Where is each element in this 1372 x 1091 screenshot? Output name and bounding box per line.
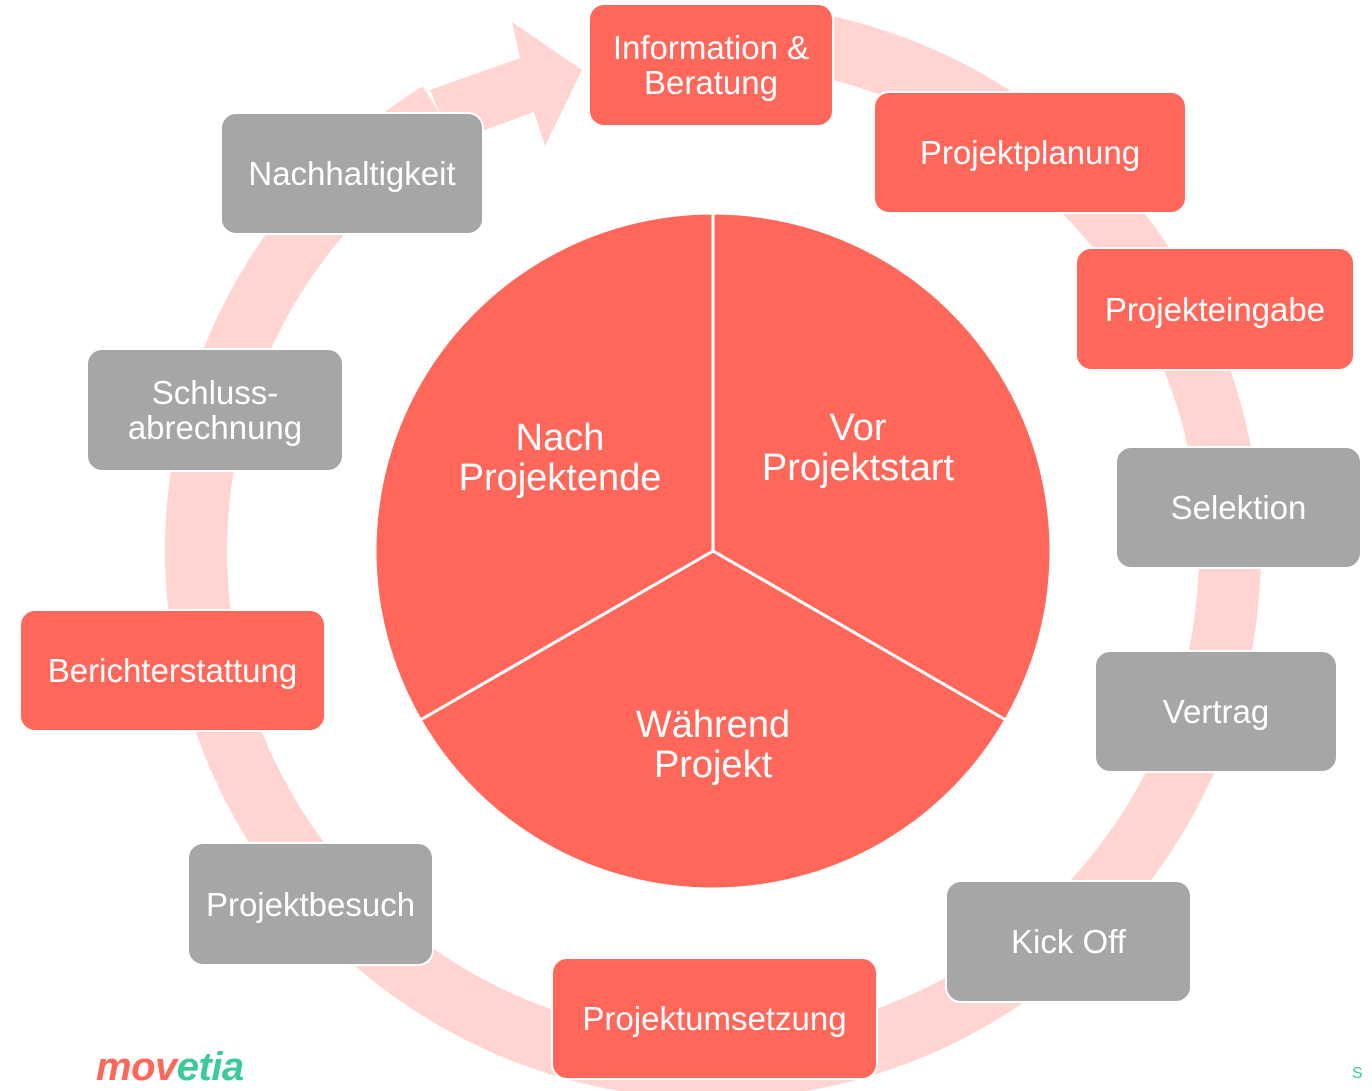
phase-vor-projektstart: Vor Projektstart xyxy=(761,407,955,489)
step-projektplanung: Projektplanung xyxy=(873,91,1187,214)
step-projektumsetzung: Projektumsetzung xyxy=(551,957,878,1080)
step-information-beratung: Information & Beratung xyxy=(588,3,834,127)
sector-vor-projektstart xyxy=(711,211,1053,723)
step-nachhaltigkeit: Nachhaltigkeit xyxy=(220,112,484,235)
corner-text: S xyxy=(1352,1065,1363,1082)
step-berichterstattung: Berichterstattung xyxy=(19,609,326,732)
logo-text-etia: etia xyxy=(176,1045,244,1089)
step-schlussabrechnung: Schluss- abrechnung xyxy=(86,348,344,472)
step-projektbesuch: Projektbesuch xyxy=(187,842,434,966)
step-projekteingabe: Projekteingabe xyxy=(1075,247,1355,371)
phase-nach-projektende: Nach Projektende xyxy=(458,417,662,499)
step-vertrag: Vertrag xyxy=(1094,650,1338,773)
phase-waehrend-projekt: Während Projekt xyxy=(635,704,791,786)
sector-nach-projektende xyxy=(373,211,715,723)
phase-pie xyxy=(373,211,1053,891)
step-selektion: Selektion xyxy=(1115,446,1362,569)
sector-waehrend-projekt xyxy=(418,549,1008,891)
step-kick-off: Kick Off xyxy=(945,880,1192,1003)
logo-text-mov: mov xyxy=(96,1045,177,1089)
movetia-logo: movetia xyxy=(96,1043,244,1091)
